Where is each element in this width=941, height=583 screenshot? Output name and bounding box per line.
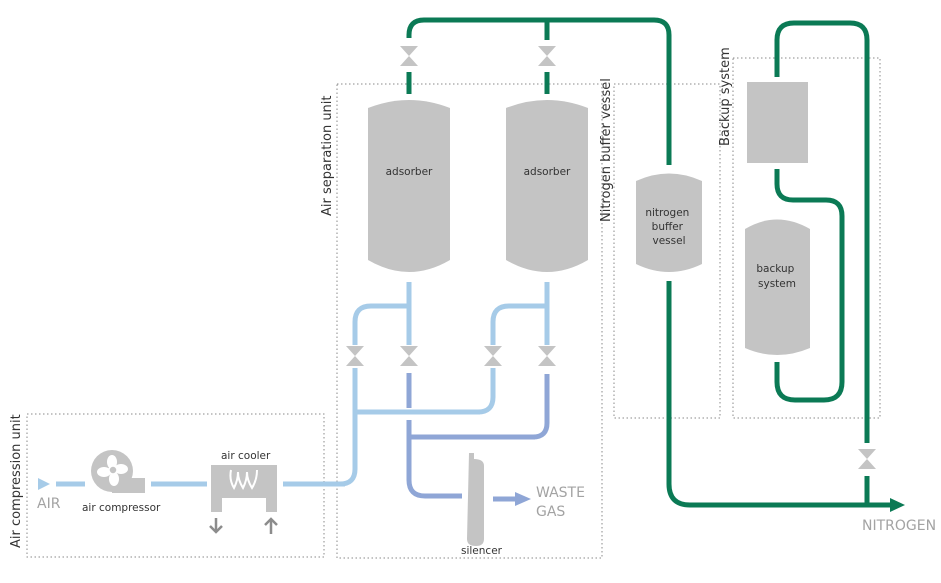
backup-system-label: backup system [756, 263, 797, 290]
nitrogen-outlet-arrow-icon [890, 498, 905, 512]
waste-valve-1-icon[interactable] [400, 346, 418, 366]
air-inlet-valve-1-icon[interactable] [346, 346, 364, 366]
adsorber-2-label: adsorber [524, 166, 571, 178]
air-cooler-label: air cooler [221, 450, 271, 462]
backup-valve-icon[interactable] [858, 449, 876, 469]
air-stream-label: AIR [37, 496, 61, 512]
backup-module [747, 82, 808, 163]
air-cooler [209, 465, 278, 534]
air-inlet-valve-2-icon[interactable] [484, 346, 502, 366]
air-compression-unit-label: Air compression unit [9, 414, 24, 548]
nitrogen-valve-1-icon[interactable] [400, 46, 418, 66]
air-separation-unit-box [336, 83, 603, 559]
silencer-label: silencer [461, 545, 503, 557]
backup-system-vessel [745, 219, 810, 355]
arrow-up-icon [264, 517, 278, 534]
nitrogen-buffer-unit-label: Nitrogen buffer vessel [599, 78, 614, 222]
air-pipes [38, 282, 550, 490]
nitrogen-stream-label: NITROGEN [862, 518, 936, 534]
waste-valve-2-icon[interactable] [538, 346, 556, 366]
waste-gas-arrow-icon [515, 492, 531, 506]
air-compressor-label: air compressor [82, 502, 161, 514]
waste-pipes [406, 373, 550, 506]
waste-gas-label: WASTE GAS [536, 485, 589, 520]
nitrogen-valve-2-icon[interactable] [538, 46, 556, 66]
air-compressor [91, 450, 145, 493]
air-separation-unit-label: Air separation unit [320, 95, 335, 216]
adsorber-1 [368, 100, 450, 272]
adsorber-2 [506, 100, 588, 272]
air-inlet-arrow-icon [38, 478, 50, 490]
fan-icon [97, 455, 128, 486]
backup-system-unit-box [732, 57, 881, 419]
arrow-down-icon [209, 518, 223, 534]
backup-system-unit-label: Backup system [718, 47, 733, 146]
silencer [467, 453, 484, 546]
coil-icon [229, 469, 258, 491]
buffer-vessel-label: nitrogen buffer vessel [645, 207, 692, 247]
nitrogen-pipes [406, 17, 905, 512]
nitrogen-buffer-vessel [636, 173, 702, 272]
adsorber-1-label: adsorber [386, 166, 433, 178]
